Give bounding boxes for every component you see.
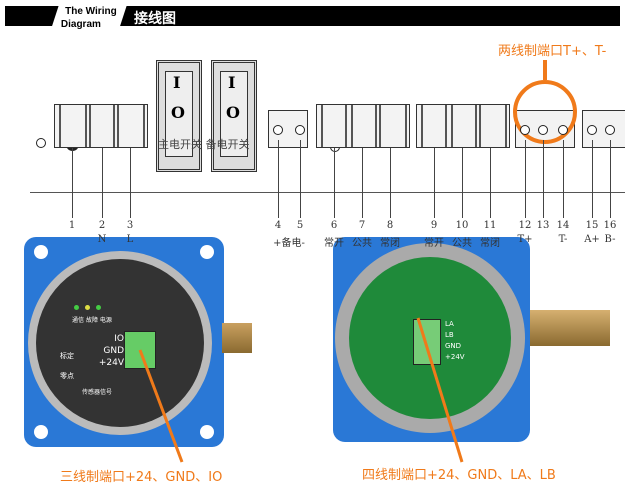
terminal-number: 13	[536, 220, 550, 231]
terminal-number: 10	[455, 220, 469, 231]
highlight-circle	[513, 80, 577, 144]
two-wire-callout: 两线制端口T+、T-	[498, 44, 607, 59]
terminal-wire	[462, 148, 463, 218]
terminal-label: 常开	[424, 238, 444, 249]
screw-hole	[558, 125, 568, 135]
screw-hole	[520, 125, 530, 135]
terminal-wire	[334, 148, 335, 218]
terminal-label: N	[97, 234, 107, 245]
terminal-number: 14	[556, 220, 570, 231]
brass-fitting	[530, 310, 610, 346]
terminal-number: 15	[585, 220, 599, 231]
terminal-number: 9	[430, 220, 438, 231]
terminal-number: 16	[603, 220, 617, 231]
terminal-number: 11	[483, 220, 497, 231]
four-wire-callout: 四线制端口+24、GND、LA、LB	[362, 468, 556, 483]
mount-hole	[36, 138, 46, 148]
terminal-number: 8	[386, 220, 394, 231]
switch-label: 主电开关 备电开关	[158, 138, 250, 151]
screw-hole	[605, 125, 615, 135]
terminal-label: 公共	[452, 238, 472, 249]
terminal-number: 7	[358, 220, 366, 231]
terminal-label: B-	[604, 234, 616, 245]
terminal-number: 6	[330, 220, 338, 231]
terminal-number: 2	[98, 220, 106, 231]
terminal-label: 公共	[352, 238, 372, 249]
terminal-block-power	[54, 104, 148, 148]
terminal-number: 4	[274, 220, 282, 231]
terminal-label: +备电-	[273, 238, 305, 249]
terminal-number: 3	[126, 220, 134, 231]
callout-pointer	[543, 60, 547, 80]
terminal-label: 常开	[324, 238, 344, 249]
terminal-wire	[434, 148, 435, 218]
terminal-number: 1	[68, 220, 76, 231]
terminal-wire	[610, 140, 611, 218]
terminal-wire	[300, 140, 301, 218]
terminal-label: 常闭	[380, 238, 400, 249]
screw-hole	[273, 125, 283, 135]
terminal-block-relay1	[316, 104, 410, 148]
four-wire-pointer	[416, 317, 464, 463]
terminal-label: L	[126, 234, 134, 245]
screw-hole	[538, 125, 548, 135]
terminal-wire	[592, 140, 593, 218]
screw-hole	[587, 125, 597, 135]
terminal-label: 常闭	[480, 238, 500, 249]
four-wire-connector	[413, 319, 441, 365]
terminal-wire	[278, 140, 279, 218]
screw-hole	[295, 125, 305, 135]
header-bar	[5, 6, 620, 26]
three-wire-callout: 三线制端口+24、GND、IO	[60, 470, 223, 485]
terminal-wire	[390, 148, 391, 218]
terminal-number: 12	[518, 220, 532, 231]
three-wire-pointer	[138, 349, 184, 463]
brass-fitting	[222, 323, 252, 353]
terminal-wire	[563, 140, 564, 218]
terminal-wire	[543, 140, 544, 218]
terminal-wire	[130, 148, 131, 218]
header-title-cn: 接线图	[134, 11, 176, 27]
terminal-wire	[525, 140, 526, 218]
terminal-label: T-	[558, 234, 568, 245]
baseline	[30, 192, 625, 193]
terminal-label: T+	[517, 234, 533, 245]
terminal-wire	[102, 148, 103, 218]
terminal-wire	[490, 148, 491, 218]
terminal-block-relay2	[416, 104, 510, 148]
terminal-number: 5	[296, 220, 304, 231]
terminal-wire	[72, 148, 73, 218]
terminal-label: A+	[584, 234, 600, 245]
terminal-wire	[362, 148, 363, 218]
